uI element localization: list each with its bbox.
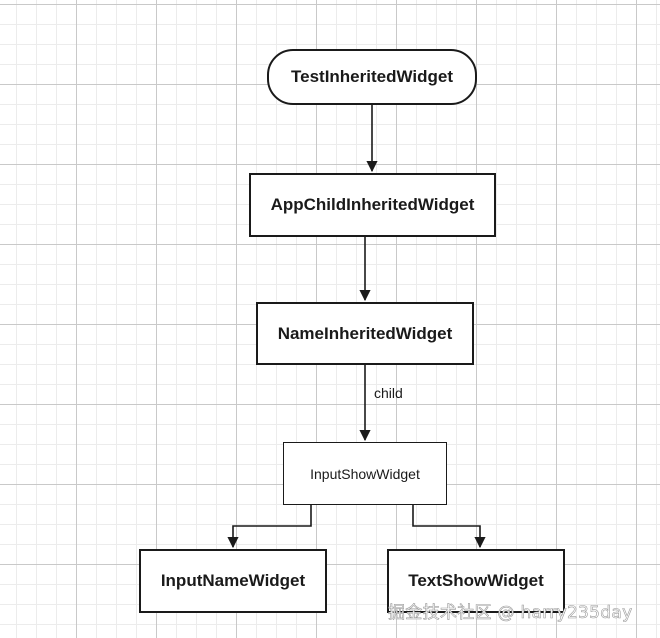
node-input-name-widget[interactable]: InputNameWidget <box>139 549 327 613</box>
node-app-child-inherited-widget[interactable]: AppChildInheritedWidget <box>249 173 496 237</box>
node-input-show-widget[interactable]: InputShowWidget <box>283 442 447 505</box>
edge-input-to-textshow <box>412 505 486 549</box>
node-text-show-widget[interactable]: TextShowWidget <box>387 549 565 613</box>
node-test-inherited-widget[interactable]: TestInheritedWidget <box>267 49 477 105</box>
node-label: InputNameWidget <box>160 571 306 590</box>
node-label: TextShowWidget <box>408 571 544 590</box>
node-label: AppChildInheritedWidget <box>270 195 475 214</box>
node-name-inherited-widget[interactable]: NameInheritedWidget <box>256 302 474 365</box>
node-label: InputShowWidget <box>310 465 420 482</box>
watermark: 掘金技术社区 @ harry235day <box>388 603 633 624</box>
node-label: TestInheritedWidget <box>291 67 453 86</box>
node-label: NameInheritedWidget <box>277 323 453 343</box>
edge-label-child: child <box>374 385 403 401</box>
edge-input-to-inputname <box>227 505 312 549</box>
